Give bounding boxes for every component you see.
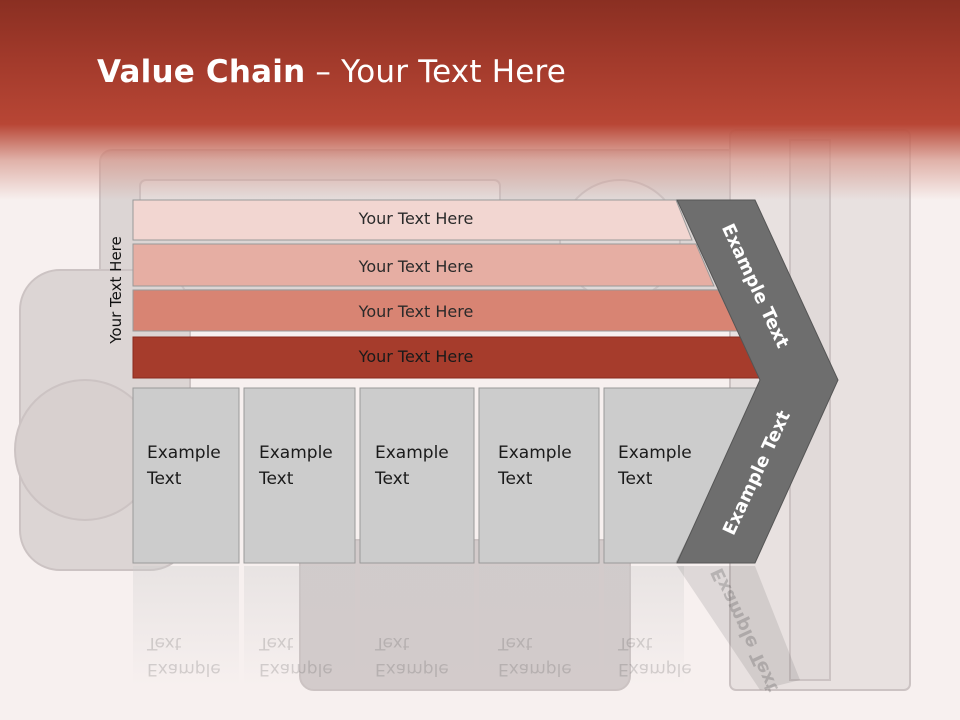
bar-1-label: Your Text Here xyxy=(358,209,474,228)
box-2 xyxy=(243,387,356,564)
box-reflections xyxy=(133,566,684,686)
bar-4-label: Your Text Here xyxy=(358,347,474,366)
title-bold: Value Chain xyxy=(97,54,306,90)
title-rest: – Your Text Here xyxy=(305,54,567,90)
chevron-reflection xyxy=(677,566,800,690)
box-4 xyxy=(478,387,600,564)
page-title: Value Chain – Your Text Here xyxy=(97,54,566,90)
box-1 xyxy=(132,387,240,564)
box-5 xyxy=(603,387,763,564)
title-banner xyxy=(0,0,960,200)
bar-2 xyxy=(132,243,715,287)
bar-1 xyxy=(132,199,693,241)
bar-3-label: Your Text Here xyxy=(358,302,474,321)
box-3 xyxy=(359,387,475,564)
bar-2-label: Your Text Here xyxy=(358,257,474,276)
chevron-arrow xyxy=(676,199,839,564)
